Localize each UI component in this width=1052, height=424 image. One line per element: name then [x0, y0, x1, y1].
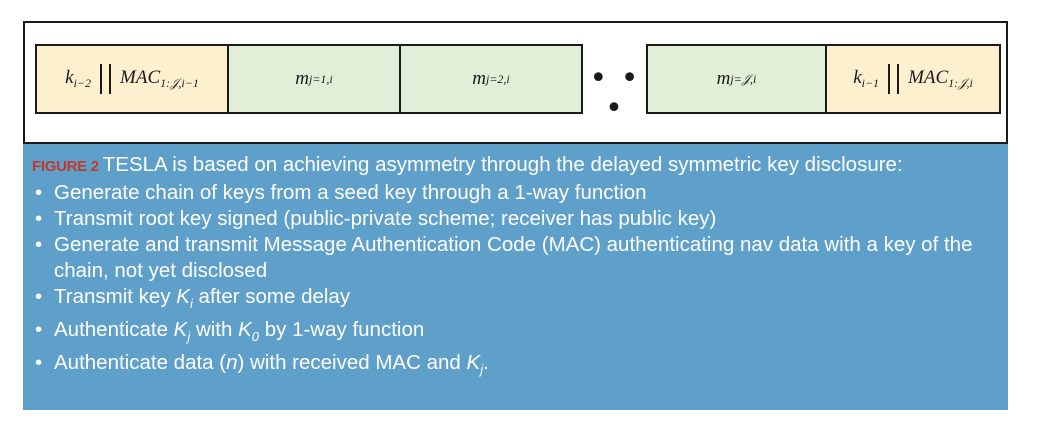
concat-bars: [100, 64, 112, 94]
key-mac-cell-right: ki−1 MAC1:𝒥,i: [825, 46, 999, 112]
bullet-item: Transmit key Ki after some delay: [32, 284, 998, 317]
concat-bars: [888, 64, 900, 94]
ellipsis: • • •: [589, 61, 641, 126]
bullet-item: Authenticate data (n) with received MAC …: [32, 350, 998, 383]
mac-symbol: MAC1:𝒥,i: [908, 67, 973, 90]
bullet-item: Transmit root key signed (public-private…: [32, 206, 998, 232]
key-symbol: ki−2: [65, 67, 92, 90]
key-mac-cell-left: ki−2 MAC1:𝒥,i−1: [37, 46, 227, 112]
bullet-item: Generate chain of keys from a seed key t…: [32, 180, 998, 206]
key-symbol: ki−1: [853, 67, 880, 90]
bullet-item: Authenticate Kj with K0 by 1-way functio…: [32, 317, 998, 350]
figure-label: FIGURE 2: [32, 158, 99, 175]
mac-symbol: MAC1:𝒥,i−1: [120, 67, 199, 90]
bullet-item: Generate and transmit Message Authentica…: [32, 232, 998, 284]
caption-lead-text: TESLA is based on achieving asymmetry th…: [102, 153, 903, 176]
caption-bullets: Generate chain of keys from a seed key t…: [32, 180, 998, 383]
